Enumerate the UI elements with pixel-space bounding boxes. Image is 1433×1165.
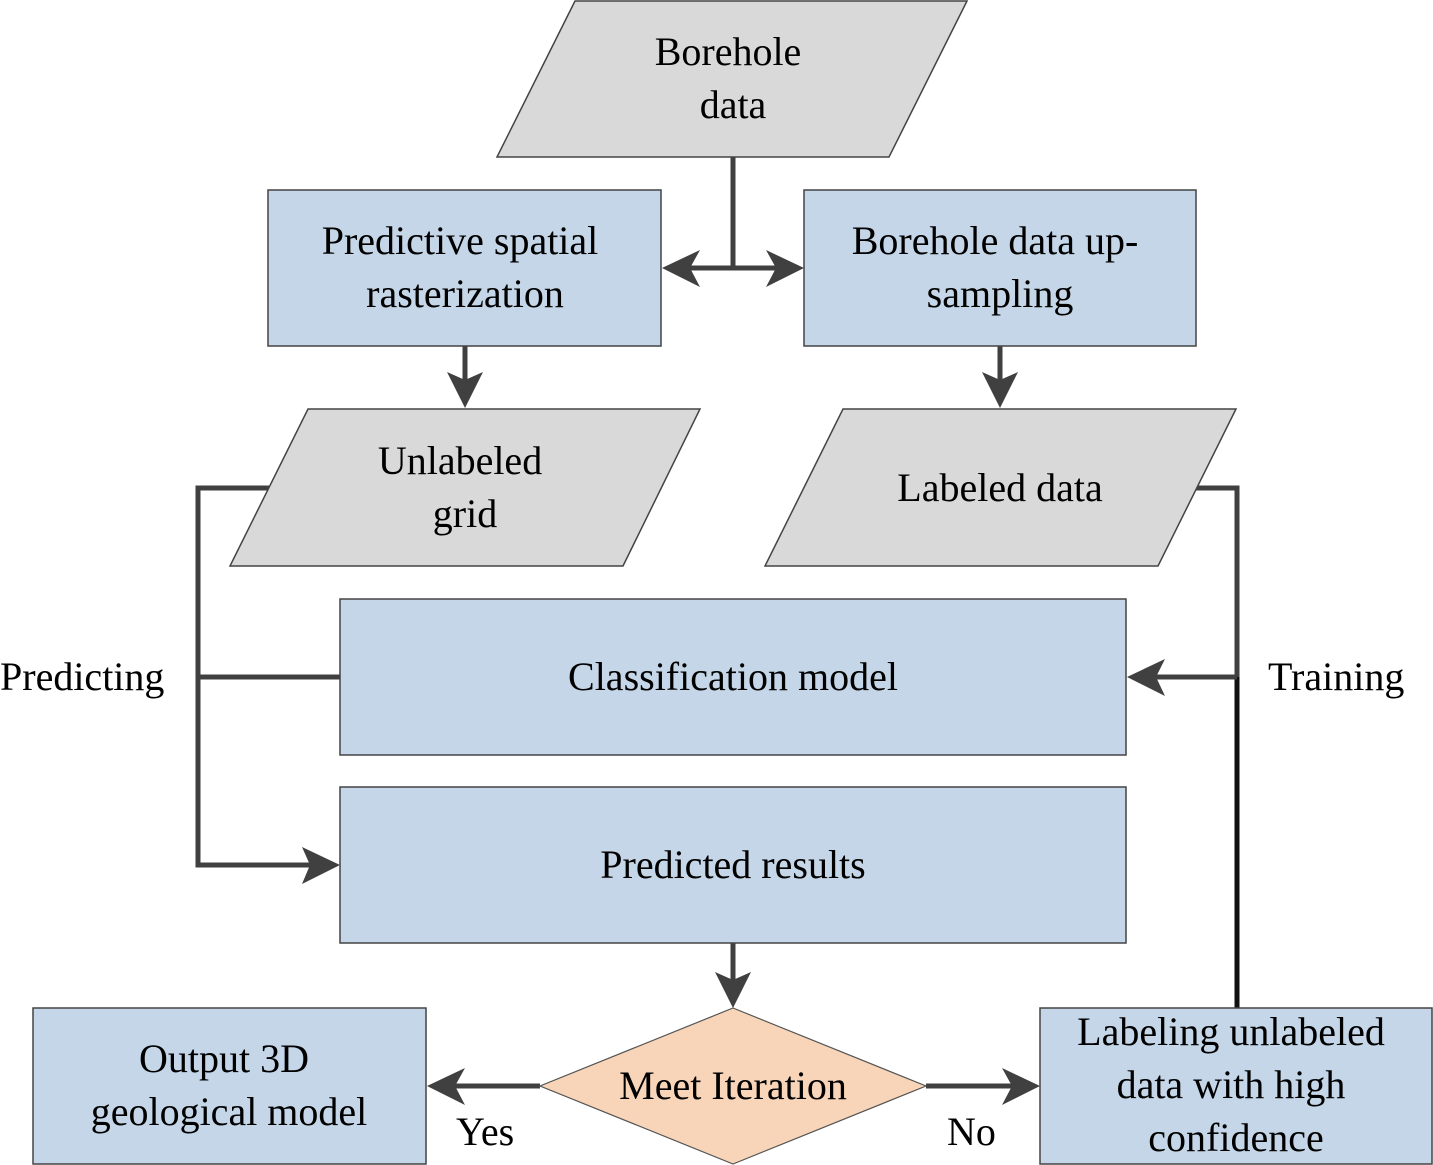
edge-label-training: Training [1268, 654, 1404, 699]
node-borehole-data-upsampling: Borehole data up- sampling [803, 189, 1197, 347]
node-label: Output 3D geological model [91, 1036, 368, 1134]
node-unlabeled-grid: Unlabeled grid [228, 408, 702, 567]
node-label: Meet Iteration [619, 1063, 847, 1108]
node-predicted-results: Predicted results [339, 786, 1127, 944]
rectangle-shape [1039, 1007, 1433, 1165]
node-label-line: data with high [1117, 1062, 1346, 1107]
arrowhead-to-decision [715, 972, 751, 1008]
node-label: Predictive spatial rasterization [322, 218, 609, 316]
arrowhead-to-predicted-results [302, 847, 340, 884]
node-label: Borehole data up- sampling [852, 218, 1149, 316]
node-label: Classification model [568, 654, 898, 699]
arrowhead-to-labeled-data [982, 372, 1018, 408]
node-borehole-data: Borehole data [495, 0, 969, 158]
node-label-line: grid [433, 491, 497, 536]
node-label: Borehole data [655, 29, 812, 127]
node-label: Predicted results [600, 842, 866, 887]
node-label-line: Labeling unlabeled [1077, 1009, 1385, 1054]
edge-label-no: No [947, 1109, 996, 1154]
parallelogram-shape [763, 408, 1238, 567]
node-label-line: Borehole [655, 29, 802, 74]
node-label-line: Predicted results [600, 842, 866, 887]
arrowhead-to-labeling [1002, 1068, 1040, 1105]
node-label: Labeled data [897, 465, 1103, 510]
node-label-line: Unlabeled [378, 438, 542, 483]
node-labeling-unlabeled-data: Labeling unlabeled data with high confid… [1039, 1007, 1433, 1165]
node-label-line: Labeled data [897, 465, 1103, 510]
node-label-line: sampling [927, 271, 1074, 316]
arrowhead-to-rasterization [662, 250, 700, 287]
node-meet-iteration: Meet Iteration [538, 1007, 928, 1165]
rectangle-shape [339, 598, 1127, 756]
arrowhead-to-upsampling [766, 250, 804, 287]
node-label-line: geological model [91, 1089, 368, 1134]
node-label-line: confidence [1148, 1115, 1323, 1160]
edge-label-predicting: Predicting [0, 654, 164, 699]
arrowhead-to-unlabeled-grid [447, 372, 483, 408]
arrowhead-to-output-model [427, 1068, 465, 1105]
parallelogram-shape [495, 0, 969, 158]
node-label: Labeling unlabeled data with high confid… [1077, 1009, 1395, 1160]
edge-label-yes: Yes [456, 1109, 514, 1154]
node-classification-model: Classification model [339, 598, 1127, 756]
node-label-line: Predictive spatial [322, 218, 599, 263]
connectors [195, 157, 1240, 1105]
node-label-line: Meet Iteration [619, 1063, 847, 1108]
diamond-shape [538, 1007, 928, 1165]
node-output-3d-geological-model: Output 3D geological model [32, 1007, 427, 1165]
parallelogram-shape [228, 408, 702, 567]
rectangle-shape [339, 786, 1127, 944]
node-label-line: Classification model [568, 654, 898, 699]
arrowhead-to-classification-model [1127, 659, 1165, 696]
rectangle-shape [803, 189, 1197, 347]
node-label-line: data [700, 82, 767, 127]
rectangle-shape [267, 189, 662, 347]
rectangle-shape [32, 1007, 427, 1165]
node-label-line: Borehole data up- [852, 218, 1139, 263]
node-label-line: Output 3D [139, 1036, 309, 1081]
node-label-line: rasterization [366, 271, 564, 316]
connector-labeled-training [1196, 485, 1240, 677]
node-label: Unlabeled grid [378, 438, 552, 536]
node-labeled-data: Labeled data [763, 408, 1238, 567]
node-predictive-spatial-rasterization: Predictive spatial rasterization [267, 189, 662, 347]
